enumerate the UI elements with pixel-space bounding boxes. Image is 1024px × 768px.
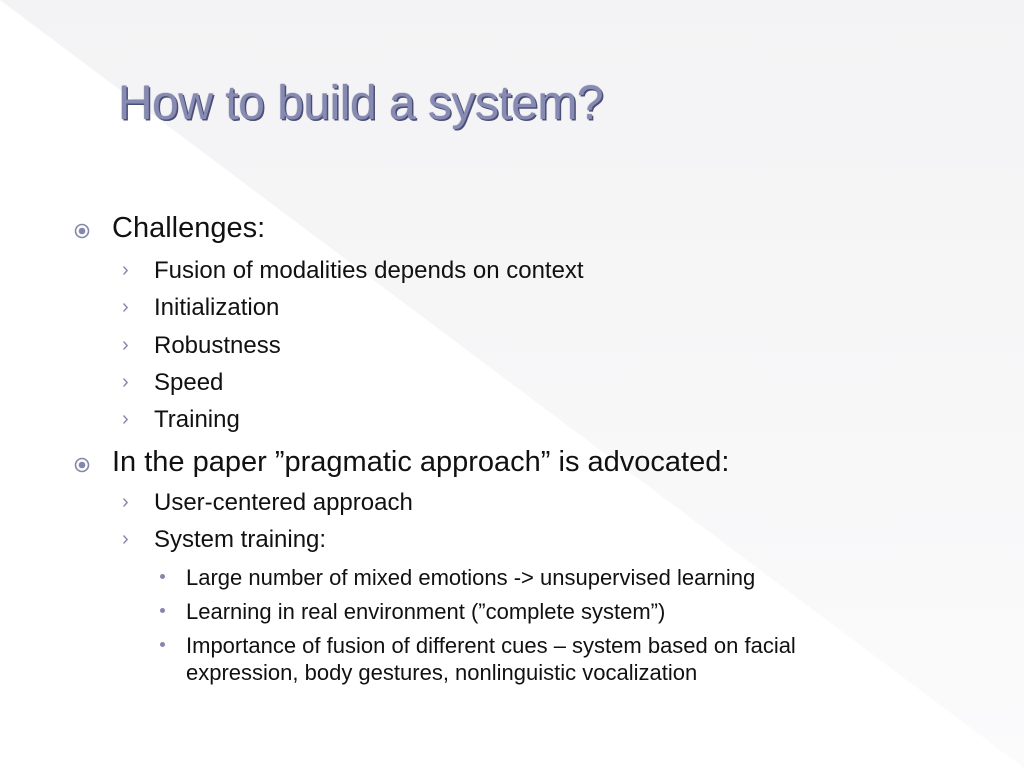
- list-item: Learning in real environment (”complete …: [186, 599, 666, 624]
- list-item: System training:: [154, 526, 327, 553]
- list-item: Large number of mixed emotions -> unsupe…: [186, 565, 756, 590]
- list-item: Speed: [154, 369, 224, 396]
- chevron-right-icon: ›: [122, 296, 129, 318]
- chevron-right-icon: ›: [122, 408, 129, 430]
- list-item: Robustness: [154, 332, 281, 359]
- list-item: Training: [154, 406, 240, 433]
- list-item: User-centered approach: [154, 489, 413, 516]
- chevron-right-icon: ›: [122, 528, 129, 550]
- bullet-approach: In the paper ”pragmatic approach” is adv…: [112, 446, 730, 478]
- slide-title: How to build a system?: [118, 77, 604, 130]
- dot-icon: [160, 608, 165, 613]
- list-item: Fusion of modalities depends on context: [154, 257, 584, 284]
- circled-dot-icon: [74, 223, 90, 239]
- dot-icon: [160, 574, 165, 579]
- list-item-continuation: expression, body gestures, nonlinguistic…: [186, 660, 698, 685]
- chevron-right-icon: ›: [122, 259, 129, 281]
- chevron-right-icon: ›: [122, 334, 129, 356]
- list-item: Importance of fusion of different cues –…: [186, 633, 796, 658]
- chevron-right-icon: ›: [122, 371, 129, 393]
- bullet-challenges: Challenges:: [112, 212, 266, 244]
- circled-dot-icon: [74, 457, 90, 473]
- dot-icon: [160, 642, 165, 647]
- chevron-right-icon: ›: [122, 491, 129, 513]
- list-item: Initialization: [154, 294, 280, 321]
